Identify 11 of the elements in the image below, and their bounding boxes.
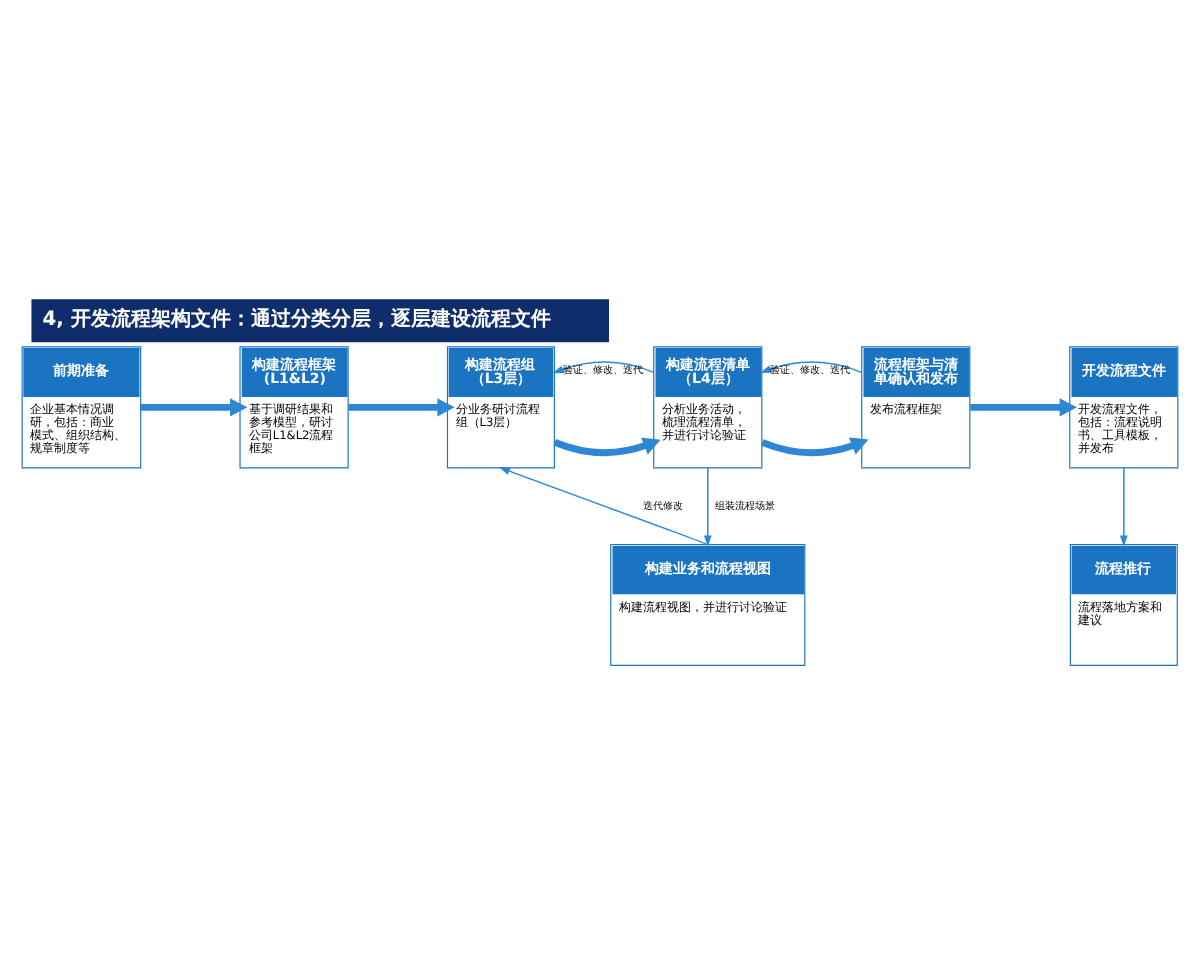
arrow xyxy=(970,398,1077,417)
arrow xyxy=(760,361,863,374)
arrow xyxy=(498,466,709,546)
arrow xyxy=(761,437,869,457)
arrow xyxy=(703,467,712,547)
arrow xyxy=(552,361,655,374)
arrow xyxy=(140,398,248,417)
arrow xyxy=(553,437,661,457)
arrow xyxy=(348,398,455,417)
diagram-title: 4, 开发流程架构文件：通过分类分层，逐层建设流程文件 xyxy=(42,308,551,331)
arrow xyxy=(1119,467,1128,547)
